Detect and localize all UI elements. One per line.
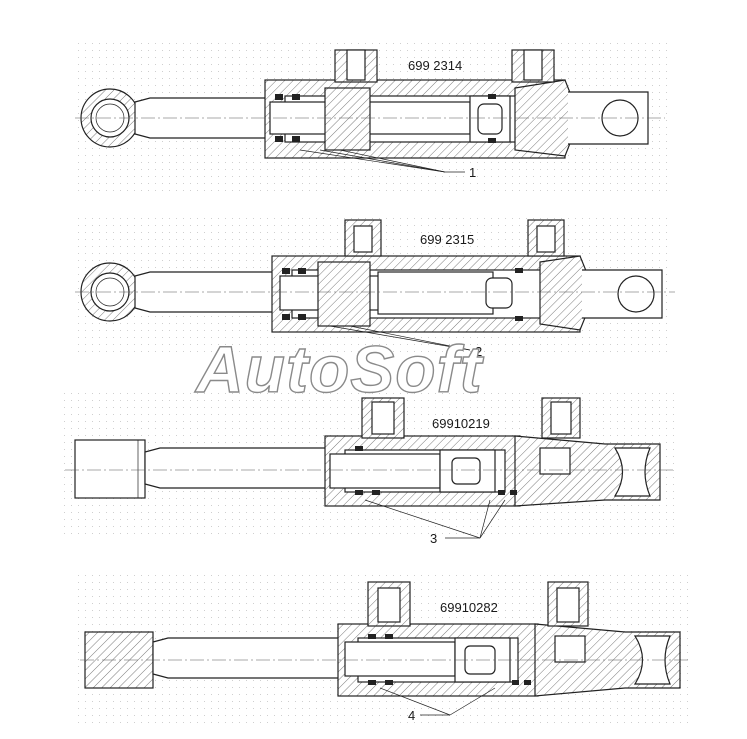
callout-3: 3 <box>430 531 437 546</box>
callout-4: 4 <box>408 708 415 723</box>
cylinder-2 <box>75 219 675 351</box>
callout-2: 2 <box>475 344 482 359</box>
watermark: AutoSoft <box>194 332 485 406</box>
model-label-3: 69910219 <box>432 416 490 431</box>
model-label-2: 699 2315 <box>420 232 474 247</box>
model-label-4: 69910282 <box>440 600 498 615</box>
model-label-1: 699 2314 <box>408 58 462 73</box>
cylinder-4 <box>80 581 690 716</box>
cylinder-3 <box>65 397 675 539</box>
cylinder-1 <box>75 49 665 173</box>
callout-1: 1 <box>469 165 476 180</box>
